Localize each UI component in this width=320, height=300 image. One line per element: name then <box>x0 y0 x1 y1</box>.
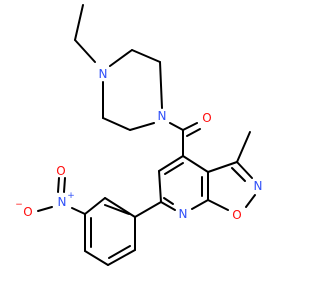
bond-pip-c5-c6 <box>102 117 131 131</box>
bond-n7-c6-a <box>160 201 176 211</box>
charge-plus-nitro-n: + <box>67 191 75 201</box>
bond-c3-n2-a <box>236 161 253 179</box>
bond-nitro-o-top-1 <box>57 177 60 193</box>
bond-c6-phenyl <box>134 201 162 218</box>
structure-canvas: N N O N O N N + O − O <box>15 4 263 266</box>
bond-o1-c7a <box>207 199 229 211</box>
bond-ph-c1-c2-inner <box>104 204 130 215</box>
bond-ph-c5-c6 <box>107 249 136 266</box>
bond-ph-c1-c2 <box>104 197 136 218</box>
bond-n2-o1 <box>245 194 256 208</box>
charge-minus-nitro-o: − <box>15 200 23 210</box>
bond-ethyl-ch3 <box>74 4 84 41</box>
bond-ph-c5-c6-inner <box>108 245 131 259</box>
bond-pip-n1-c2 <box>109 49 133 67</box>
atom-piperazine-n-top: N <box>99 67 108 81</box>
bond-nitro-o-left <box>37 206 53 212</box>
atom-nitro-o-left: O <box>23 205 32 219</box>
bond-c5-c4-a <box>158 155 184 172</box>
bond-c3a-c3 <box>207 161 238 173</box>
bond-n-carbonyl <box>169 122 184 131</box>
atom-piperazine-n-bottom: N <box>158 109 167 123</box>
bond-n7-c6-b <box>163 197 174 205</box>
bond-pip-n4-c5 <box>129 122 155 131</box>
bond-methyl <box>236 131 251 163</box>
bond-carbonyl-o-2 <box>186 128 201 137</box>
atom-pyridine-n: N <box>179 207 188 221</box>
bond-c3-n2-b <box>231 167 246 182</box>
bond-pip-c2-c3 <box>131 49 161 63</box>
bond-ethyl-ch2 <box>74 39 96 63</box>
bond-c4-c3a <box>182 155 209 173</box>
bond-nitro-o-top-2 <box>63 177 66 193</box>
atom-carbonyl-o: O <box>202 111 211 125</box>
bond-c6-c5 <box>158 170 162 203</box>
bond-ph-c2-c3 <box>84 197 106 215</box>
bond-c7a-n7 <box>191 199 209 210</box>
molecule-structure: N N O N O N N + O − O <box>15 4 263 266</box>
bond-ph-c4-c5 <box>84 250 109 266</box>
atom-isoxazole-o: O <box>232 208 241 222</box>
bond-carbonyl-o-1 <box>182 122 198 131</box>
bond-c5-c4-b <box>164 162 184 175</box>
atom-isoxazole-n: N <box>254 179 263 193</box>
bond-ph-nitro <box>71 207 86 215</box>
atom-nitro-o-top: O <box>56 164 65 178</box>
atom-nitro-n: N <box>58 195 67 209</box>
bond-pip-c3-n4 <box>159 61 163 109</box>
